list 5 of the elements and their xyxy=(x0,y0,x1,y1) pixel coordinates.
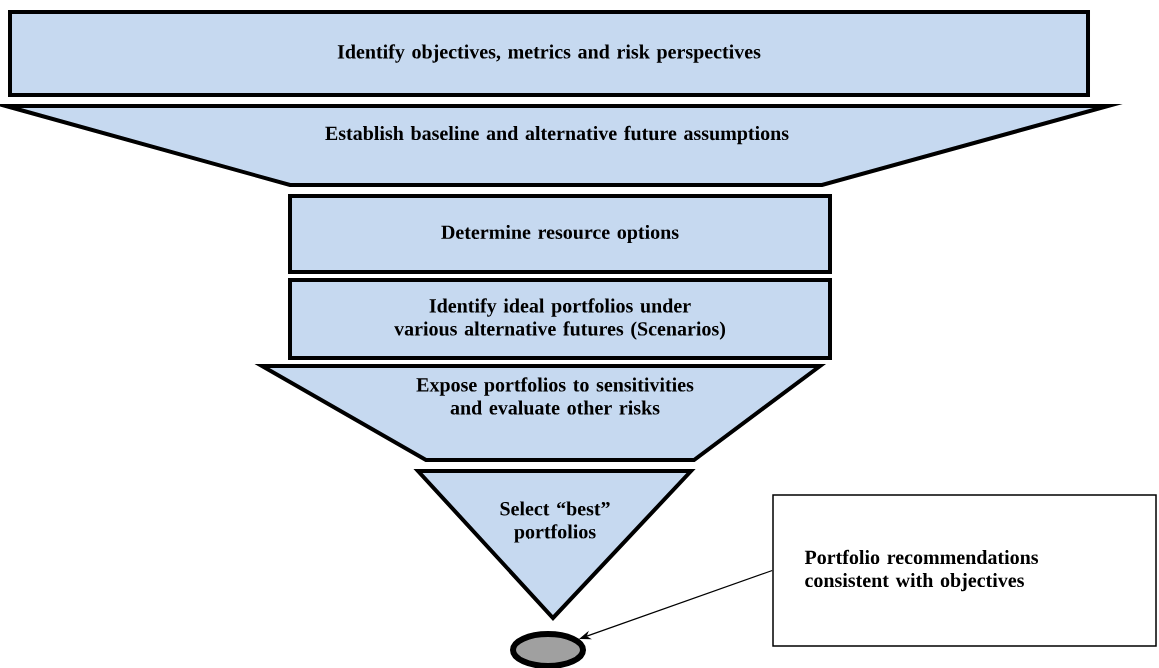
funnel-output xyxy=(510,631,586,668)
process-box: Identify ideal portfolios under various alternative futures (Scenarios) xyxy=(288,278,832,360)
process-box: Identify objectives, metrics and risk perspectives xyxy=(8,10,1090,97)
process-box: Determine resource options xyxy=(288,194,832,274)
callout-box: Portfolio recommendations consistent with objectives xyxy=(772,494,1157,647)
